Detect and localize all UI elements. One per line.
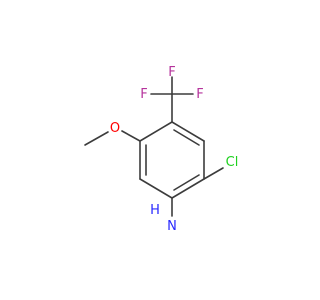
ring-bond-1: [171, 121, 205, 142]
bonds: [84, 76, 224, 217]
bond-o-methyl: [84, 131, 109, 146]
fluorine-atom-top: F: [168, 65, 175, 80]
nitrogen-atom: N: [167, 219, 177, 234]
oxygen-atom: O: [110, 121, 120, 136]
hydrogen-atom: H: [150, 203, 160, 218]
ring-bond-3: [171, 178, 205, 199]
molecule-structure: F F F O Cl N H: [84, 65, 239, 234]
bond-ring-o: [121, 130, 141, 142]
ring-bond-6: [139, 121, 173, 142]
bond-ring-cl: [203, 167, 224, 180]
chlorine-atom: Cl: [226, 155, 239, 170]
ring-bond-3-inner: [173, 174, 200, 191]
ring-bond-4: [139, 178, 173, 199]
fluorine-atom-right: F: [196, 87, 203, 102]
ring-bond-1-inner: [173, 129, 200, 146]
fluorine-atom-left: F: [140, 87, 147, 102]
